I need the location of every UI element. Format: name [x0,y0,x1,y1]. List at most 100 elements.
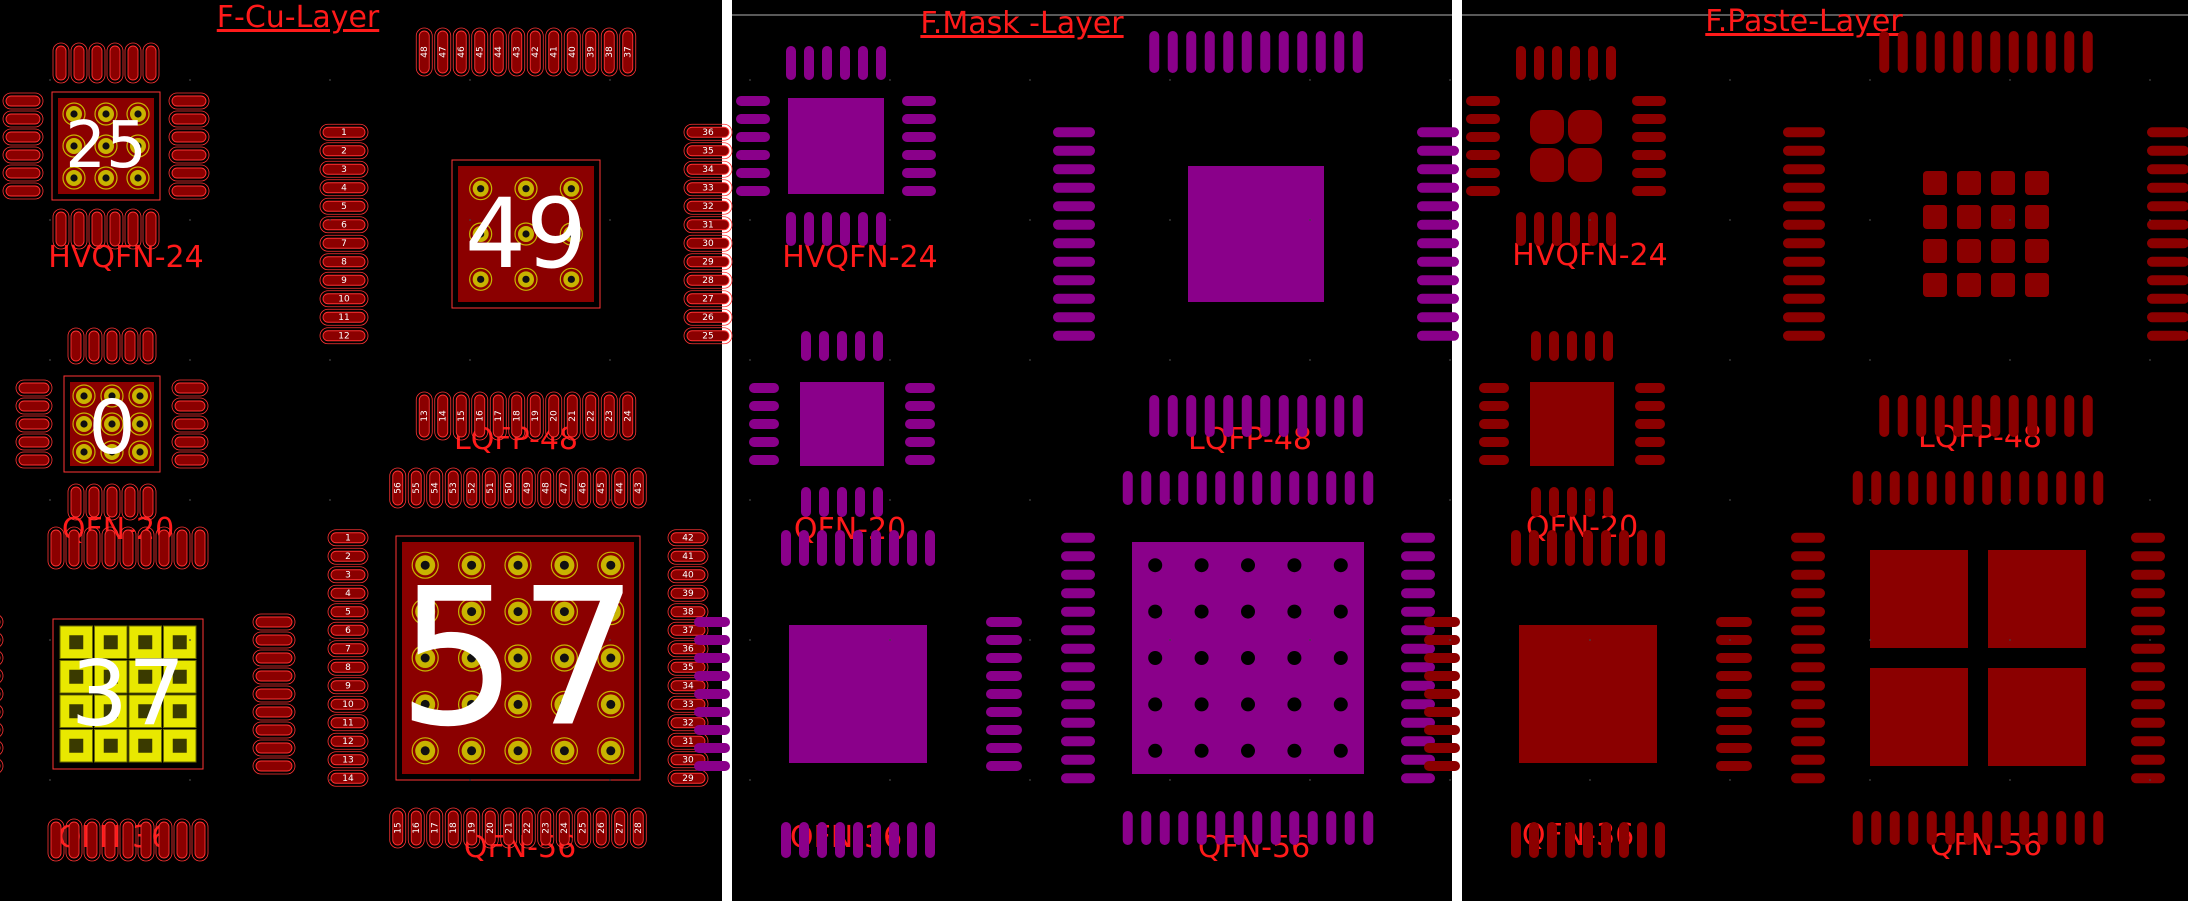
qfn56-courtyard-bottom [481,807,499,849]
qfn56-pad-right [1401,662,1435,673]
lqfp48-pin-number: 39 [586,46,596,58]
lqfp48-courtyard-top [582,27,600,77]
lqfp48-courtyard-top [471,27,489,77]
qfn20-courtyard-top [139,327,157,365]
qfn36-courtyard-left [0,669,4,683]
qfn20-courtyard-right [171,379,209,397]
qfn20-courtyard-right [171,433,209,451]
qfn56-pad-bottom [1945,811,1956,845]
qfn56-pad-bottom [1159,811,1170,845]
lqfp48-courtyard-right [683,197,733,215]
qfn56-pad-top [503,470,515,506]
lqfp48-courtyard-right [683,290,733,308]
hvqfn24-courtyard-bottom [88,208,106,250]
hvqfn24-pad-top [127,45,139,81]
grid-dot [469,79,471,81]
qfn56-via-ring [458,551,486,579]
qfn56-via-ring [504,597,532,626]
qfn36-pad-top [1637,530,1647,566]
lqfp48-pin-number: 34 [702,165,714,175]
qfn36-ep-square-via [103,704,118,719]
grid-dot [609,359,611,361]
qfn56-pad-top [632,470,644,506]
grid-dot [469,359,471,361]
lqfp48-pad-top [1897,31,1908,73]
qfn56-via-hole [559,699,569,709]
hvqfn24-pad-bottom [1552,212,1562,246]
qfn36-ep-square-via [69,738,84,753]
lqfp48-pad-bottom [2027,395,2038,437]
qfn36-pad-right [1716,671,1752,681]
qfn56-courtyard-left [327,566,369,584]
qfn56-via-ring [504,551,532,579]
grid-dot [1449,639,1451,641]
lqfp48-courtyard-right [683,308,733,326]
lqfp48-pin-number: 43 [512,46,522,57]
qfn56-pad-left [330,661,366,673]
grid-dot [329,79,331,81]
lqfp48-pad-top [529,30,541,74]
qfn20-pad-top [70,330,82,362]
lqfp48-pad-top [1149,31,1160,73]
grid-dot [609,219,611,221]
qfn56-mask-via-hole [1241,743,1255,758]
lqfp48-pin-number: 17 [494,410,504,421]
qfn56-via-ring [458,597,486,626]
qfn20-pad-bottom [837,487,847,517]
qfn56-paste-window [1988,668,2086,766]
lqfp48-pad-left [1053,127,1095,138]
hvqfn24-courtyard-right [168,110,210,128]
qfn56-pin-number: 25 [578,822,588,833]
qfn20-pad-left [749,383,779,393]
divider-left [722,0,732,901]
qfn56-paste-window [1870,550,1968,648]
paste-footprint-hvqfn24 [1466,46,1666,246]
qfn36-pad-top [104,529,116,567]
lqfp48-courtyard-left [319,160,369,178]
hvqfn24-courtyard-top [52,42,70,84]
hvqfn24-pad-bottom [145,211,157,247]
qfn20-pad-bottom [1549,487,1559,517]
qfn36-pad-right [255,670,293,682]
qfn56-via-hole [559,560,569,570]
hvqfn24-pad-bottom [109,211,121,247]
lqfp48-pad-right [1417,330,1459,341]
qfn56-pin-number: 50 [504,482,514,494]
lqfp48-pad-left [322,182,366,194]
qfn56-pad-bottom [595,810,607,846]
qfn20-pad-left [749,419,779,429]
lqfp48-pin-number: 29 [702,257,714,267]
grid-dot [329,499,331,501]
qfn20-courtyard-top [85,327,103,365]
qfn56-via-ring [458,644,486,672]
lqfp48-courtyard-bottom [619,391,637,441]
qfn56-courtyard-left [327,529,369,547]
qfn20-via-hole [136,448,144,456]
qfn56-pad-bottom [1871,811,1882,845]
lqfp48-pad-top [2045,31,2056,73]
qfn56-courtyard-bottom [444,807,462,849]
qfn56-mask-via-hole [1333,697,1348,712]
qfn56-pad-right [2131,717,2165,728]
lqfp48-pad-left [1053,312,1095,323]
hvqfn24-pad-top [858,46,868,80]
qfn56-pad-right [1401,680,1435,691]
lqfp48-courtyard-top [415,27,433,77]
qfn56-pad-right [2131,662,2165,673]
qfn20-via-ring [100,440,124,464]
qfn56-pad-top [2056,471,2067,505]
qfn36-ep-square-via [69,704,84,719]
lqfp48-pad-left [1783,201,1825,212]
qfn56-pad-top [447,470,459,506]
lqfp48-courtyard-bottom [526,391,544,441]
lqfp48-pad-right [2147,238,2188,249]
lqfp48-pad-top [548,30,560,74]
big-number-cu-lqfp48: 49 [465,178,587,290]
label-mask-qfn20: QFN-20 [794,512,906,547]
qfn20-courtyard-top [67,327,85,365]
qfn36-pad-right [255,616,293,628]
lqfp48-pad-bottom [2064,395,2075,437]
lqfp48-via-hole [477,230,485,238]
qfn36-pad-top [140,529,152,567]
lqfp48-pad-right [686,293,730,305]
